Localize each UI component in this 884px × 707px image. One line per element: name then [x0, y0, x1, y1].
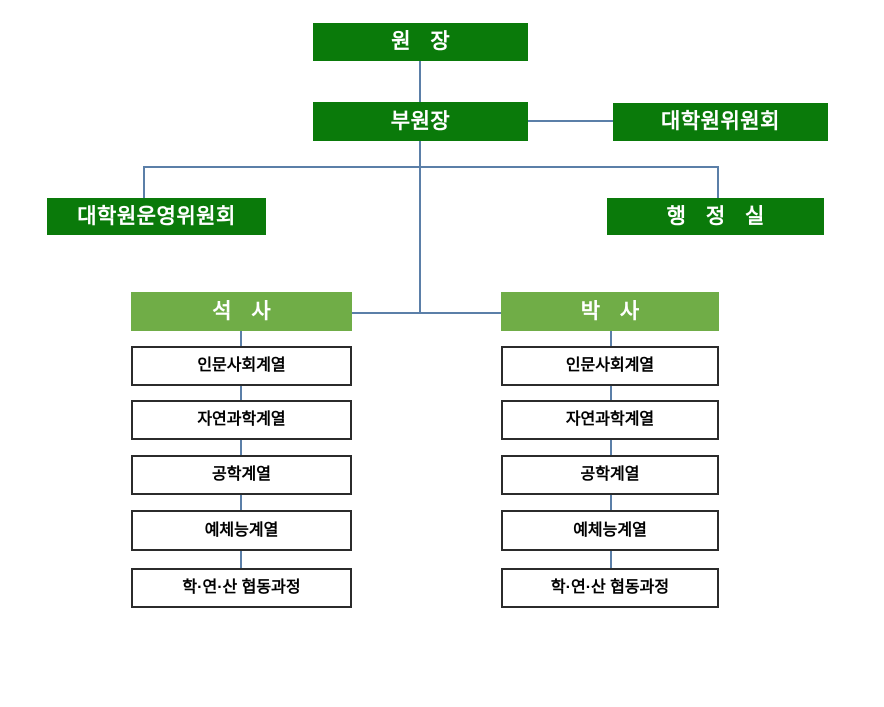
connector-bus-to-administration — [717, 166, 719, 198]
connector-masters-4 — [240, 495, 242, 510]
connector-doctorate-2 — [610, 386, 612, 400]
connector-doctorate-3 — [610, 440, 612, 455]
node-masters-program-5[interactable]: 학·연·산 협동과정 — [131, 568, 352, 608]
connector-doctorate-5 — [610, 551, 612, 568]
node-masters-program-2[interactable]: 자연과학계열 — [131, 400, 352, 440]
connector-doctorate-1 — [610, 331, 612, 346]
node-director[interactable]: 원 장 — [313, 23, 528, 61]
node-masters-program-4[interactable]: 예체능계열 — [131, 510, 352, 551]
node-administration-office[interactable]: 행 정 실 — [607, 198, 824, 235]
node-operating-committee[interactable]: 대학원운영위원회 — [47, 198, 266, 235]
connector-trunk-to-degrees — [419, 166, 421, 313]
node-masters[interactable]: 석 사 — [131, 292, 352, 331]
connector-masters-2 — [240, 386, 242, 400]
node-doctorate[interactable]: 박 사 — [501, 292, 719, 331]
node-masters-program-3[interactable]: 공학계열 — [131, 455, 352, 495]
connector-masters-5 — [240, 551, 242, 568]
node-vice-director[interactable]: 부원장 — [313, 102, 528, 141]
node-doctorate-program-5[interactable]: 학·연·산 협동과정 — [501, 568, 719, 608]
connector-vice-to-graduate-committee — [490, 120, 613, 122]
connector-masters-3 — [240, 440, 242, 455]
connector-director-to-vice — [419, 60, 421, 102]
node-doctorate-program-1[interactable]: 인문사회계열 — [501, 346, 719, 386]
connector-vice-to-bus — [419, 141, 421, 167]
connector-doctorate-4 — [610, 495, 612, 510]
connector-main-bus — [143, 166, 719, 168]
node-doctorate-program-4[interactable]: 예체능계열 — [501, 510, 719, 551]
node-masters-program-1[interactable]: 인문사회계열 — [131, 346, 352, 386]
connector-bus-to-operating-committee — [143, 166, 145, 198]
connector-masters-1 — [240, 331, 242, 346]
connector-masters-to-doctorate — [352, 312, 501, 314]
node-doctorate-program-2[interactable]: 자연과학계열 — [501, 400, 719, 440]
node-doctorate-program-3[interactable]: 공학계열 — [501, 455, 719, 495]
node-graduate-committee[interactable]: 대학원위원회 — [613, 103, 828, 141]
